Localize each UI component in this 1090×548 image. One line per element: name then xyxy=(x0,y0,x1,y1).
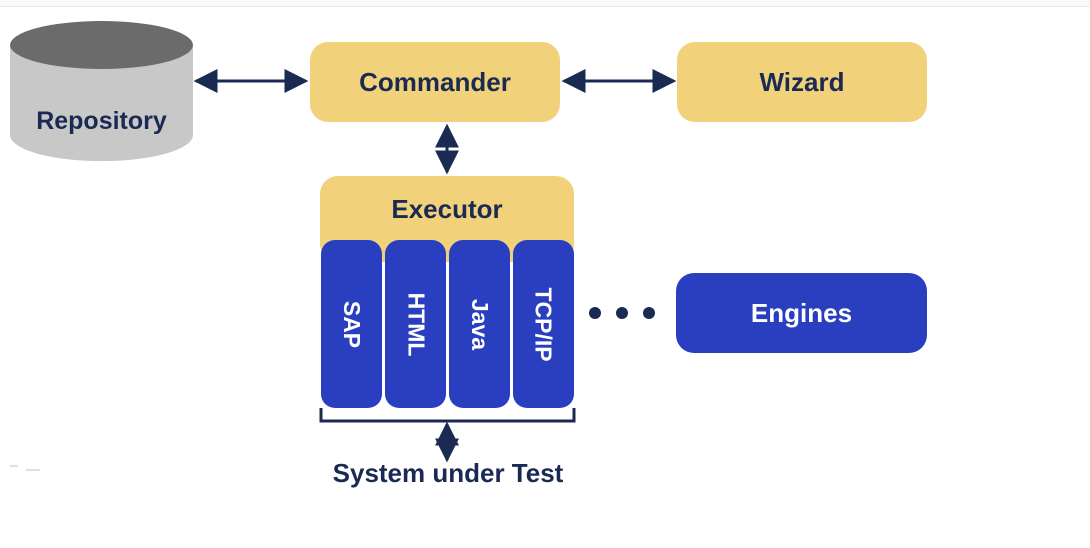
commander-box: Commander xyxy=(310,42,560,122)
engine-column-sap: SAP xyxy=(321,240,382,408)
more-engines-dots-icon xyxy=(643,307,655,319)
system-under-test-label: System under Test xyxy=(332,458,564,488)
executor-label: Executor xyxy=(391,194,503,224)
engine-column-java: Java xyxy=(449,240,510,408)
engine-column-label: SAP xyxy=(338,300,365,348)
wizard-box: Wizard xyxy=(677,42,927,122)
repository-label: Repository xyxy=(36,107,167,135)
more-engines-dots-icon xyxy=(589,307,601,319)
engine-column-html: HTML xyxy=(385,240,446,408)
engine-column-label: Java xyxy=(466,298,493,350)
repository-database-icon xyxy=(10,21,193,162)
engine-column-label: TCP/IP xyxy=(531,286,557,362)
edge-artifact xyxy=(10,465,40,471)
more-engines-dots-icon xyxy=(616,307,628,319)
top-border xyxy=(0,0,1090,7)
commander-label: Commander xyxy=(359,66,511,97)
engines-label: Engines xyxy=(750,297,853,328)
engine-column-label: HTML xyxy=(403,292,429,356)
engines-box: Engines xyxy=(676,273,927,353)
engine-column-tcpip: TCP/IP xyxy=(513,240,574,408)
engines-bracket xyxy=(319,408,576,423)
wizard-label: Wizard xyxy=(759,66,845,97)
